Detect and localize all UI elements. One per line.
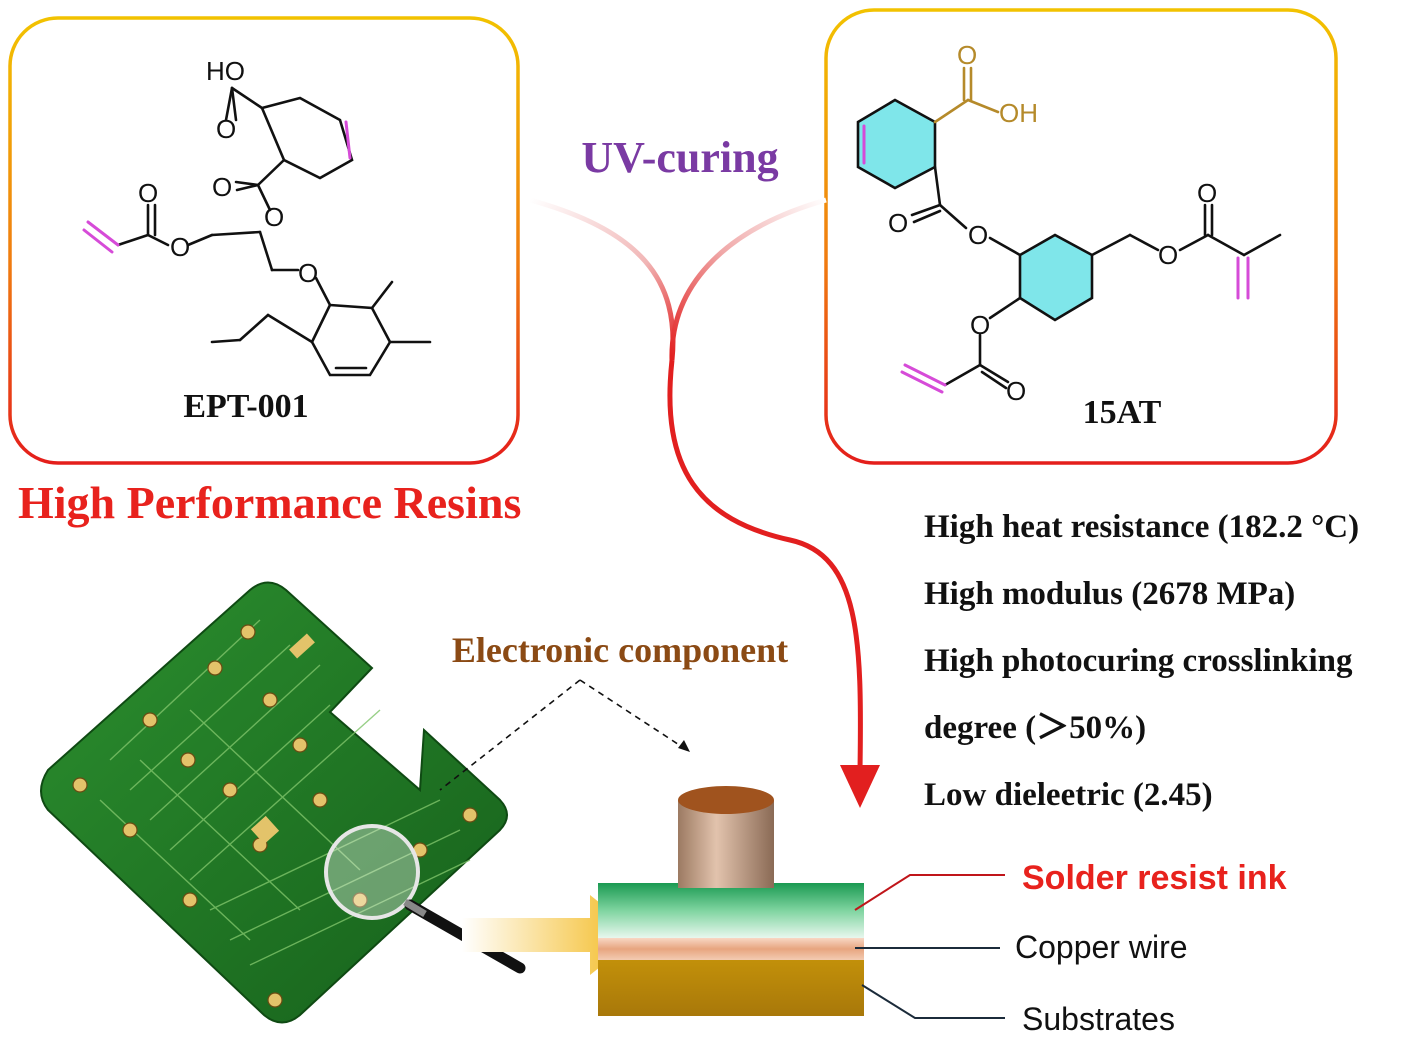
pointer-line-to-component (579, 679, 691, 753)
figure-title: High Performance Resins (18, 477, 521, 528)
ept-oxygen-label: O (138, 178, 158, 208)
15at-oxygen-label: O (1158, 240, 1178, 270)
ept-hydroxyl-label: HO (206, 56, 245, 86)
property-item: High photocuring crosslinking (924, 643, 1353, 679)
flow-arrow-head (840, 765, 880, 808)
pointer-line-to-pcb (439, 679, 581, 791)
15at-oxygen-label: O (957, 40, 977, 70)
solder-layer (598, 883, 864, 938)
cross-section (598, 786, 864, 1016)
property-item: High modulus (2678 MPa) (924, 576, 1295, 612)
property-item: degree (＞50%) (924, 710, 1146, 746)
property-item: Low dieleetric (2.45) (924, 777, 1213, 813)
solder-callout-line (854, 874, 1005, 911)
flow-arrow-path (667, 359, 863, 771)
ept-001-structure (82, 86, 432, 377)
15at-structure (856, 66, 1282, 394)
pcb-board (40, 581, 508, 1024)
molecule-frame-left (8, 16, 520, 465)
transfer-arrow (462, 895, 640, 975)
electronic-component-label: Electronic component (452, 630, 788, 670)
solder-label: Solder resist ink (1022, 859, 1287, 897)
15at-oxygen-label: O (968, 220, 988, 250)
copper-label: Copper wire (1015, 929, 1188, 965)
ept-oxygen-label: O (216, 114, 236, 144)
15at-oxygen-label: O (1197, 178, 1217, 208)
molecule-name-15at: 15AT (1083, 394, 1162, 431)
ept-oxygen-label: O (264, 202, 284, 232)
molecule-name-ept-001: EPT-001 (183, 388, 308, 425)
15at-oxygen-label: O (888, 208, 908, 238)
15at-acid-label: OH (999, 98, 1038, 128)
copper-layer (598, 938, 864, 960)
property-item: High heat resistance (182.2 °C) (924, 509, 1359, 545)
molecule-frame-right (824, 8, 1338, 465)
ept-oxygen-label: O (212, 172, 232, 202)
flow-curve-right (669, 197, 827, 361)
ept-oxygen-label: O (170, 232, 190, 262)
15at-oxygen-label: O (1006, 376, 1026, 406)
ept-oxygen-label: O (298, 258, 318, 288)
uv-curing-label: UV-curing (581, 133, 778, 182)
15at-oxygen-label: O (970, 310, 990, 340)
pointer-arrow-head (678, 740, 690, 752)
flow-curve-left (529, 197, 676, 361)
substrate-label: Substrates (1022, 1001, 1175, 1037)
substrate-layer (598, 960, 864, 1016)
substrate-callout-line (861, 984, 1005, 1019)
